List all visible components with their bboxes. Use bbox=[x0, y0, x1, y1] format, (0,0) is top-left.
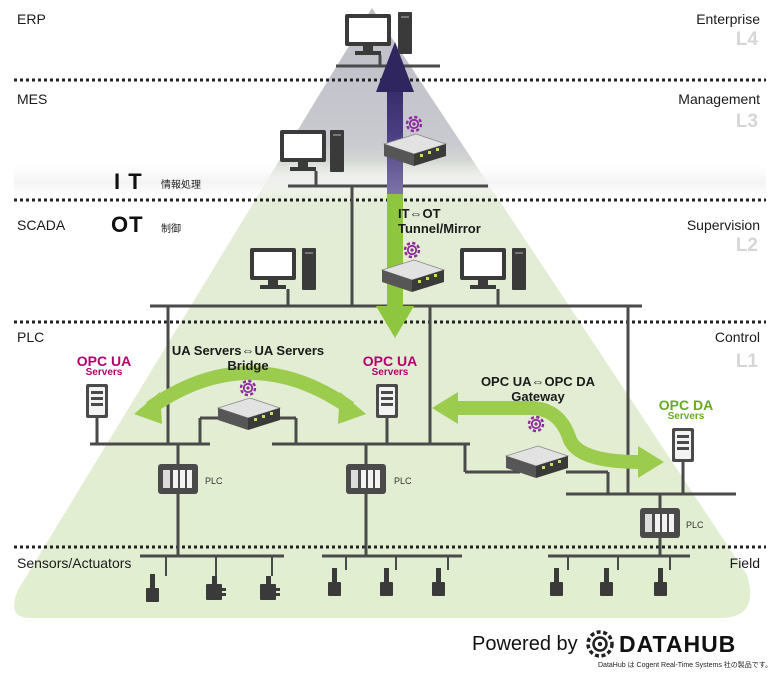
opc-ua-center-subtitle: Servers bbox=[371, 367, 409, 378]
it-zone-jp-label: 情報処理 bbox=[161, 180, 201, 191]
bridge-annotation-line1: UA Servers⇔UA Servers bbox=[171, 343, 325, 358]
opc-ua-server-left-icon bbox=[86, 384, 108, 418]
bridge-annotation: UA Servers⇔UA Servers Bridge bbox=[166, 343, 330, 373]
bridge-arrow bbox=[134, 366, 366, 424]
plc-right-label: PLC bbox=[686, 520, 704, 530]
plc-center-label: PLC bbox=[394, 476, 412, 486]
tunnel-annotation-line2: Tunnel/Mirror bbox=[398, 221, 481, 236]
level-l4-left-label: ERP bbox=[17, 11, 46, 27]
level-l3-right-label: Management bbox=[678, 91, 760, 107]
level-l3-code: L3 bbox=[735, 111, 758, 132]
level-l1-right-label: Control bbox=[714, 329, 760, 345]
opc-ua-server-center-icon bbox=[376, 384, 398, 418]
datahub-logo-icon bbox=[586, 630, 614, 658]
level-l3-left-label: MES bbox=[17, 91, 48, 107]
tunnel-annotation-line1: IT⇔OT bbox=[398, 206, 441, 221]
ot-zone-jp-label: 制御 bbox=[161, 224, 181, 235]
powered-by-text: Powered by bbox=[472, 633, 578, 655]
it-zone-label: I T bbox=[114, 169, 143, 194]
level-l2-right-label: Supervision bbox=[686, 217, 760, 233]
gateway-annotation-line1: OPC UA⇔OPC DA bbox=[480, 374, 596, 389]
gateway-annotation-line2: Gateway bbox=[511, 389, 565, 404]
datahub-brand: DATAHUB bbox=[619, 631, 737, 657]
plc-center-icon bbox=[346, 464, 386, 494]
level-l1-left-label: PLC bbox=[17, 329, 45, 345]
level-field-left-label: Sensors/Actuators bbox=[17, 555, 132, 571]
level-l4-code: L4 bbox=[735, 29, 758, 50]
mes-tower-icon bbox=[330, 130, 344, 172]
ot-zone-label: OT bbox=[111, 212, 144, 237]
footer-note: DataHub は Cogent Real-Time Systems 社の製品で… bbox=[598, 662, 773, 669]
opc-da-title-text: OPC DA bbox=[658, 397, 714, 413]
tunnel-annotation: IT⇔OT Tunnel/Mirror bbox=[398, 206, 481, 236]
level-field-right-label: Field bbox=[729, 555, 760, 571]
level-l1-code: L1 bbox=[735, 351, 758, 372]
gateway-annotation: OPC UA⇔OPC DA Gateway bbox=[478, 374, 598, 404]
scada-tower-left-icon bbox=[302, 248, 316, 290]
plc-right-icon bbox=[640, 508, 680, 538]
scada-tower-right-icon bbox=[512, 248, 526, 290]
plc-left-label: PLC bbox=[205, 476, 223, 486]
opc-ua-left-subtitle: Servers bbox=[85, 367, 123, 378]
bridge-annotation-line2: Bridge bbox=[227, 358, 269, 373]
level-dividers bbox=[14, 78, 766, 549]
opc-da-title: OPC DA Servers bbox=[648, 397, 724, 423]
opc-ua-left-title-text: OPC UA bbox=[76, 353, 132, 369]
gateway-arrow bbox=[432, 392, 664, 478]
erp-tower-icon bbox=[398, 12, 412, 54]
level-l2-code: L2 bbox=[735, 235, 758, 256]
opc-ua-center-title-text: OPC UA bbox=[362, 353, 418, 369]
network-lines bbox=[90, 64, 736, 558]
opc-da-subtitle: Servers bbox=[667, 411, 705, 422]
level-l2-left-label: SCADA bbox=[17, 217, 66, 233]
opc-ua-left-title: OPC UA Servers bbox=[66, 353, 142, 379]
opc-da-server-icon bbox=[672, 428, 694, 462]
field-devices bbox=[146, 556, 671, 602]
opc-ua-center-title: OPC UA Servers bbox=[352, 353, 428, 379]
level-l4-right-label: Enterprise bbox=[696, 11, 760, 27]
plc-left-icon bbox=[158, 464, 198, 494]
